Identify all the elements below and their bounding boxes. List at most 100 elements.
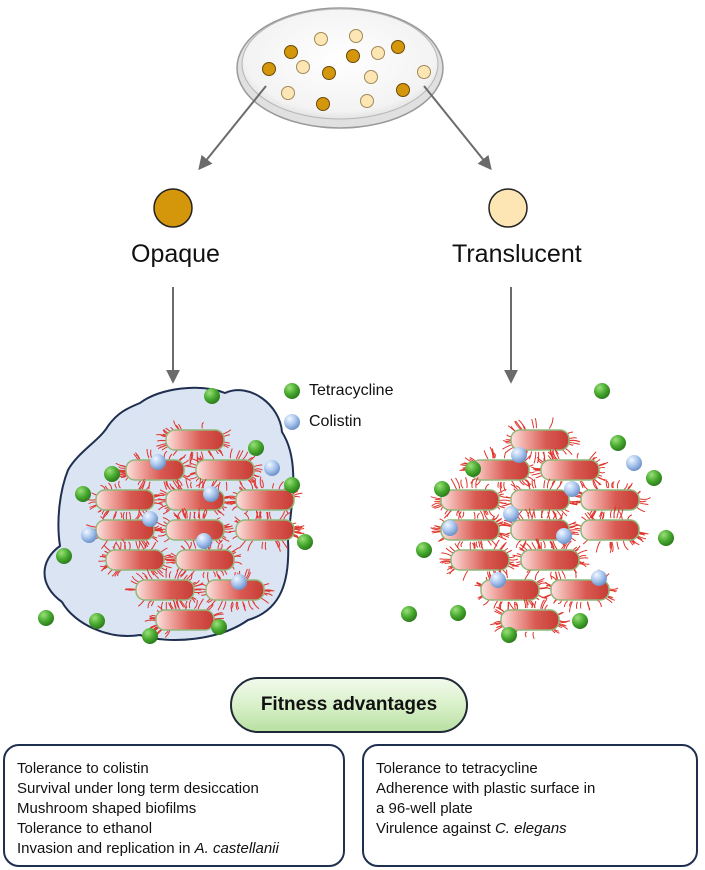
cell-fibril: [278, 481, 284, 490]
cell-fibril: [537, 451, 540, 464]
cell-fibril: [616, 507, 620, 519]
colistin-legend-icon: [284, 414, 300, 430]
bacterium-cell: [540, 459, 600, 481]
cell-fibril: [194, 600, 198, 610]
cell-fibril: [200, 451, 204, 460]
cell-fibril: [165, 561, 177, 564]
opaque-advantage-item: Survival under long term desiccation: [17, 779, 343, 799]
cell-fibril: [201, 481, 204, 489]
cell-fibril: [197, 508, 200, 519]
cell-fibril: [508, 558, 519, 561]
cell-fibril: [578, 557, 589, 560]
tetracycline-molecule: [142, 628, 158, 644]
cell-fibril: [546, 478, 551, 489]
opaque-colony-dot: [346, 49, 360, 63]
cell-fibril: [258, 511, 261, 518]
bacterium-cell: [95, 489, 155, 511]
cell-fibril: [487, 571, 491, 580]
bacterium-cell: [155, 609, 215, 631]
cell-fibril: [147, 600, 153, 609]
tetracycline-molecule: [56, 548, 72, 564]
cell-fibril: [168, 453, 173, 460]
cell-fibril: [543, 451, 546, 461]
cell-fibril: [565, 540, 572, 551]
translucent-colony-dot: [371, 46, 385, 60]
cell-fibril: [563, 600, 568, 608]
cell-fibril: [491, 448, 495, 459]
opaque-advantage-item-text: Mushroom shaped biofilms: [17, 800, 197, 817]
cell-fibril: [606, 480, 610, 489]
tetracycline-molecule: [646, 470, 662, 486]
cell-fibril: [493, 452, 496, 459]
cell-fibril: [531, 472, 542, 476]
cell-fibril: [476, 512, 480, 519]
cell-fibril: [531, 466, 542, 470]
bacterium-cell: [440, 489, 500, 511]
cell-fibril: [471, 478, 474, 489]
cell-fibril: [592, 480, 598, 490]
cell-fibril: [472, 542, 475, 549]
cell-fibril: [611, 482, 614, 489]
tetracycline-molecule: [416, 542, 432, 558]
opaque-colony-dot: [396, 83, 410, 97]
opaque-label: Opaque: [131, 240, 220, 268]
cell-fibril: [534, 479, 537, 489]
cell-fibril: [102, 509, 110, 519]
opaque-advantage-item-text: Invasion and replication in: [17, 840, 195, 857]
bacterium-cell: [510, 489, 570, 511]
bacterium-cell: [235, 519, 295, 541]
cell-fibril: [223, 527, 234, 530]
cell-fibril: [508, 602, 515, 611]
colistin-molecule: [442, 520, 458, 536]
cell-fibril: [527, 482, 531, 489]
cell-fibril: [595, 541, 601, 553]
cell-fibril: [461, 511, 465, 518]
cell-fibril: [619, 509, 624, 519]
cell-fibril: [568, 529, 581, 532]
cell-fibril: [172, 599, 177, 609]
cell-fibril: [534, 600, 537, 609]
cell-fibril: [118, 480, 121, 489]
cell-fibril: [165, 567, 168, 579]
cell-fibril: [596, 599, 602, 608]
cell-fibril: [241, 601, 246, 610]
cell-fibril: [605, 479, 608, 489]
cell-fibril: [460, 541, 464, 548]
cell-fibril: [515, 539, 523, 548]
cell-fibril: [568, 441, 580, 445]
bacterium-cell: [450, 549, 510, 571]
cell-fibril: [177, 485, 182, 490]
opaque-advantage-item: Mushroom shaped biofilms: [17, 799, 343, 819]
cell-fibril: [531, 542, 537, 550]
translucent-colony-dot: [314, 32, 328, 46]
cell-fibril: [450, 478, 458, 490]
cell-fibril: [261, 541, 264, 550]
tetracycline-molecule: [248, 440, 264, 456]
cell-fibril: [255, 510, 259, 519]
cell-fibril: [574, 568, 577, 579]
cell-fibril: [115, 542, 121, 550]
cell-fibril: [168, 602, 173, 610]
cell-fibril: [217, 539, 223, 550]
colistin-molecule: [564, 481, 580, 497]
bacterium-cell: [95, 519, 155, 541]
tetracycline-molecule: [75, 486, 91, 502]
cell-fibril: [236, 601, 240, 610]
cell-fibril: [533, 509, 536, 519]
bacterium-cell: [105, 549, 165, 571]
cell-fibril: [611, 541, 614, 553]
cell-fibril: [175, 600, 181, 611]
bacterium-cell: [580, 519, 640, 541]
bacterium-cell: [195, 459, 255, 481]
cell-fibril: [238, 480, 243, 486]
colistin-molecule: [142, 511, 158, 527]
tetracycline-molecule: [297, 534, 313, 550]
bacterium-cell: [235, 489, 295, 511]
cell-fibril: [279, 511, 286, 520]
cell-fibril: [548, 417, 554, 429]
cell-fibril: [264, 541, 267, 551]
cell-fibril: [259, 476, 263, 489]
translucent-advantage-item: Virulence against C. elegans: [376, 819, 696, 839]
opaque-biofilm-matrix: [43, 386, 295, 641]
cell-fibril: [616, 541, 620, 550]
